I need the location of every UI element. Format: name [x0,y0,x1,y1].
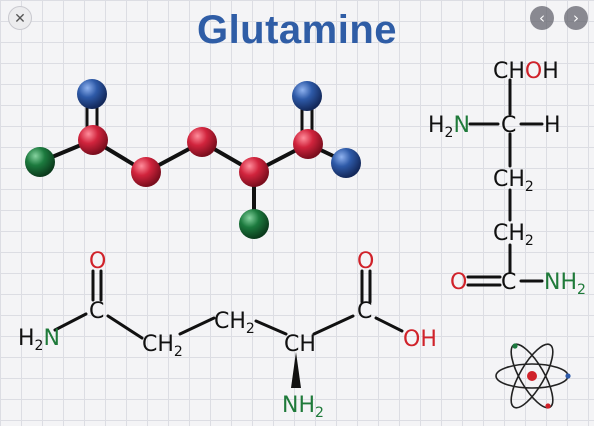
group-label-methylene: CH2 [493,167,534,195]
atom-label-oxygen: O [450,270,467,295]
atom-oxygen-ball [77,79,107,109]
chevron-left-icon: ‹ [539,9,545,27]
atom-label-carbon: C [501,270,516,295]
chevron-right-icon: › [573,9,579,27]
next-button[interactable]: › [564,6,588,30]
atom-label-carbon: C [357,299,372,324]
atom-label-hydroxyl: OH [403,327,437,352]
atom-label-hydrogen: H [544,113,561,138]
group-label-methylene: CH2 [214,309,255,337]
model-bonds [39,98,347,222]
skeletal-formula: O C H2N CH2 CH2 CH NH2 C O OH [18,249,437,421]
atom-label-oxygen: O [89,249,106,274]
ball-and-stick-model [25,79,361,239]
atom-nitrogen-ball [25,147,55,177]
page-title: Glutamine [196,8,398,52]
group-label-methylene: CH2 [493,221,534,249]
atom-nitrogen-ball [239,209,269,239]
atom-label-amine: H2N [428,113,470,141]
atom-carbon-ball [78,125,108,155]
atom-carbon-ball [239,157,269,187]
close-icon: ✕ [14,11,26,27]
atom-carbon-ball [293,129,323,159]
atom-icon [495,343,571,409]
previous-button[interactable]: ‹ [530,6,554,30]
atom-carbon-ball [187,127,217,157]
atom-label-amino-group: NH2 [282,393,324,421]
atom-oxygen-ball [331,148,361,178]
atom-label-amino-group: NH2 [544,270,586,298]
group-label-aldehyde: CHOH [493,59,559,84]
group-label-methylene: CH2 [142,332,183,360]
fischer-projection: CHOH H2N C H CH2 CH2 O C NH2 [428,59,586,298]
atom-label-oxygen: O [357,249,374,274]
atom-oxygen-ball [292,81,322,111]
atom-label-carbon: C [89,299,104,324]
atom-carbon-ball [131,157,161,187]
atom-label-alpha-carbon: CH [284,332,316,357]
wedge-bond [291,352,301,388]
close-button[interactable]: ✕ [8,6,32,30]
atom-label-amine: H2N [18,326,60,354]
atom-label-carbon: C [501,113,516,138]
